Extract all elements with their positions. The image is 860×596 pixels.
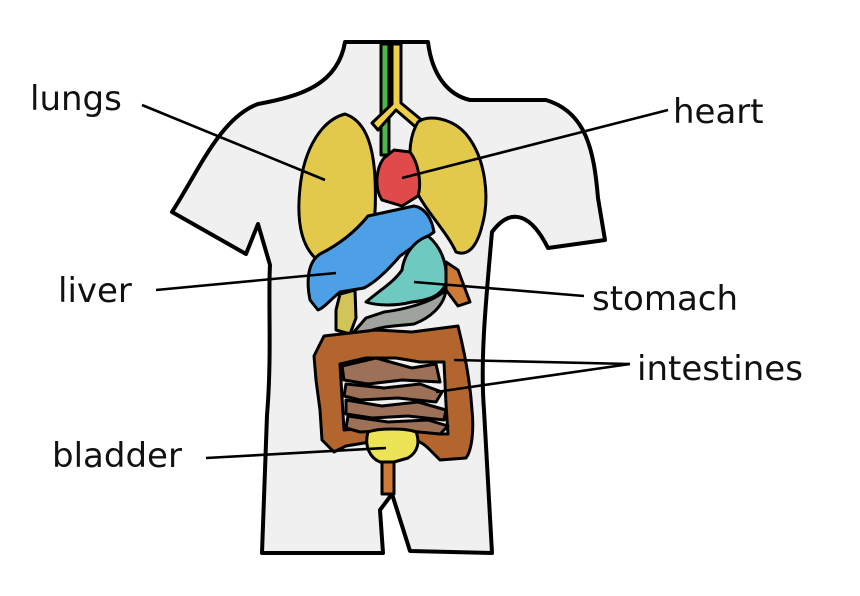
- intestines-leader-2: [435, 362, 631, 394]
- small-intestine: [340, 356, 450, 436]
- liver-leader: [155, 271, 337, 292]
- label-liver: liver: [58, 271, 132, 311]
- intestines-leader-1: [453, 358, 631, 366]
- label-lungs: lungs: [30, 79, 122, 119]
- heart: [375, 148, 422, 208]
- bladder-leader: [205, 446, 387, 460]
- esophagus: [379, 42, 391, 157]
- heart-leader: [401, 108, 669, 180]
- bladder: [365, 427, 420, 464]
- stomach-leader: [413, 280, 585, 298]
- urethra: [380, 460, 396, 496]
- gallbladder: [334, 288, 358, 336]
- label-bladder: bladder: [52, 436, 182, 476]
- lungs-leader: [141, 103, 326, 182]
- label-heart: heart: [673, 92, 764, 132]
- liver: [306, 204, 436, 312]
- label-intestines: intestines: [637, 349, 803, 389]
- trachea: [370, 42, 426, 132]
- label-stomach: stomach: [592, 279, 738, 319]
